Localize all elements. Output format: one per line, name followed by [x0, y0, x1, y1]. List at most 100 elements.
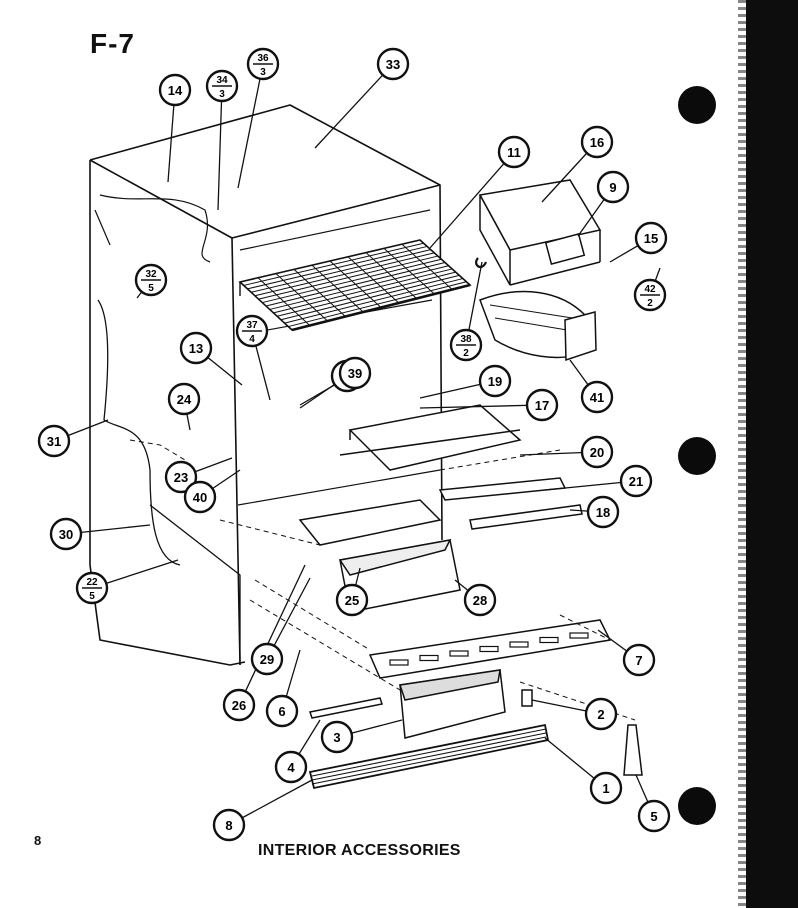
fraction-numerator: 32	[145, 269, 157, 280]
part-callout-23: 23	[164, 460, 198, 494]
part-callout-16: 16	[580, 125, 614, 159]
callout-leader-line	[217, 85, 223, 211]
part-callout-41: 41	[580, 380, 614, 414]
part-callout-9: 9	[596, 170, 630, 204]
callout-number: 24	[177, 392, 192, 407]
part-callout-5: 5	[637, 799, 671, 833]
wire-shelf	[238, 239, 472, 332]
fraction-denominator: 4	[249, 334, 255, 345]
part-callout-39: 39	[338, 356, 372, 390]
fraction-numerator: 36	[257, 53, 269, 64]
part-callout-25: 25	[335, 583, 369, 617]
callout-number: 39	[348, 366, 362, 381]
part-callout-1: 1	[589, 771, 623, 805]
page-number: 8	[34, 833, 42, 848]
part-callout-28: 28	[463, 583, 497, 617]
callout-number: 17	[535, 398, 549, 413]
binder-hole	[678, 86, 716, 124]
fraction-denominator: 3	[260, 67, 266, 78]
part-callout-33: 33	[376, 47, 410, 81]
callout-number: 6	[278, 704, 285, 719]
callout-number: 23	[174, 470, 188, 485]
fraction-numerator: 42	[644, 284, 656, 295]
part-callout-40: 40	[183, 480, 217, 514]
callout-leader-line	[237, 63, 264, 189]
part-callout-31: 31	[37, 424, 71, 458]
binder-hole	[678, 787, 716, 825]
fraction-callout-38-2: 382	[449, 328, 483, 362]
part-callout-21: 21	[619, 464, 653, 498]
callout-number: 33	[386, 57, 400, 72]
fraction-numerator: 37	[246, 320, 258, 331]
diagram-caption: INTERIOR ACCESSORIES	[258, 842, 461, 859]
cabinet-outline	[89, 104, 443, 666]
callout-number: 25	[345, 593, 359, 608]
rails-and-drawers	[129, 404, 643, 790]
fraction-numerator: 38	[460, 334, 472, 345]
callout-leader-line	[429, 151, 515, 249]
fraction-denominator: 2	[647, 298, 653, 309]
fraction-callout-37-4: 374	[235, 314, 269, 348]
figure-label: F-7	[90, 28, 135, 59]
fraction-callout-22-5: 225	[75, 571, 109, 605]
part-callout-18: 18	[586, 495, 620, 529]
part-callout-15: 15	[634, 221, 668, 255]
part-callout-20: 20	[580, 435, 614, 469]
part-callout-29: 29	[250, 642, 284, 676]
part-callout-8: 8	[212, 808, 246, 842]
callout-number: 16	[590, 135, 604, 150]
callout-leader-line	[419, 404, 543, 409]
fraction-callout-42-2: 422	[633, 278, 667, 312]
part-callout-26: 26	[222, 688, 256, 722]
callout-number: 8	[225, 818, 232, 833]
callout-number: 40	[193, 490, 207, 505]
callout-number: 21	[629, 474, 643, 489]
part-callout-17: 17	[525, 388, 559, 422]
fraction-numerator: 34	[216, 75, 228, 86]
callout-number: 28	[473, 593, 487, 608]
callout-number: 18	[596, 505, 610, 520]
part-callout-7: 7	[622, 643, 656, 677]
part-callout-13: 13	[179, 331, 213, 365]
callout-number: 5	[650, 809, 657, 824]
callout-number: 41	[590, 390, 604, 405]
callout-number: 13	[189, 341, 203, 356]
fraction-denominator: 2	[463, 348, 469, 359]
part-callout-2: 2	[584, 697, 618, 731]
callout-number: 3	[333, 730, 340, 745]
callout-leader-line	[238, 564, 306, 706]
fraction-numerator: 22	[86, 577, 98, 588]
part-callout-6: 6	[265, 694, 299, 728]
callout-number: 26	[232, 698, 246, 713]
fraction-denominator: 3	[219, 89, 225, 100]
fraction-callout-32-5: 325	[134, 263, 168, 297]
ice-maker-assembly	[475, 179, 602, 362]
callout-number: 4	[287, 760, 295, 775]
callout-number: 15	[644, 231, 658, 246]
scan-edge-bar	[738, 0, 798, 908]
fraction-callout-34-3: 343	[205, 69, 239, 103]
callout-number: 11	[507, 145, 521, 160]
callout-number: 1	[602, 781, 609, 796]
callout-number: 30	[59, 527, 73, 542]
part-callout-11: 11	[497, 135, 531, 169]
callout-number: 31	[47, 434, 61, 449]
callout-number: 9	[609, 180, 616, 195]
callout-leader-line	[314, 63, 394, 149]
fraction-callout-36-3: 363	[246, 47, 280, 81]
callout-number: 19	[488, 374, 502, 389]
callout-number: 7	[635, 653, 642, 668]
binder-hole	[678, 437, 716, 475]
part-callout-24: 24	[167, 382, 201, 416]
fraction-denominator: 5	[89, 591, 95, 602]
fraction-denominator: 5	[148, 283, 154, 294]
part-callout-4: 4	[274, 750, 308, 784]
part-callout-19: 19	[478, 364, 512, 398]
part-callout-3: 3	[320, 720, 354, 754]
callout-number: 29	[260, 652, 274, 667]
part-callout-30: 30	[49, 517, 83, 551]
callout-number: 20	[590, 445, 604, 460]
part-callout-14: 14	[158, 73, 192, 107]
callout-number: 2	[597, 707, 604, 722]
